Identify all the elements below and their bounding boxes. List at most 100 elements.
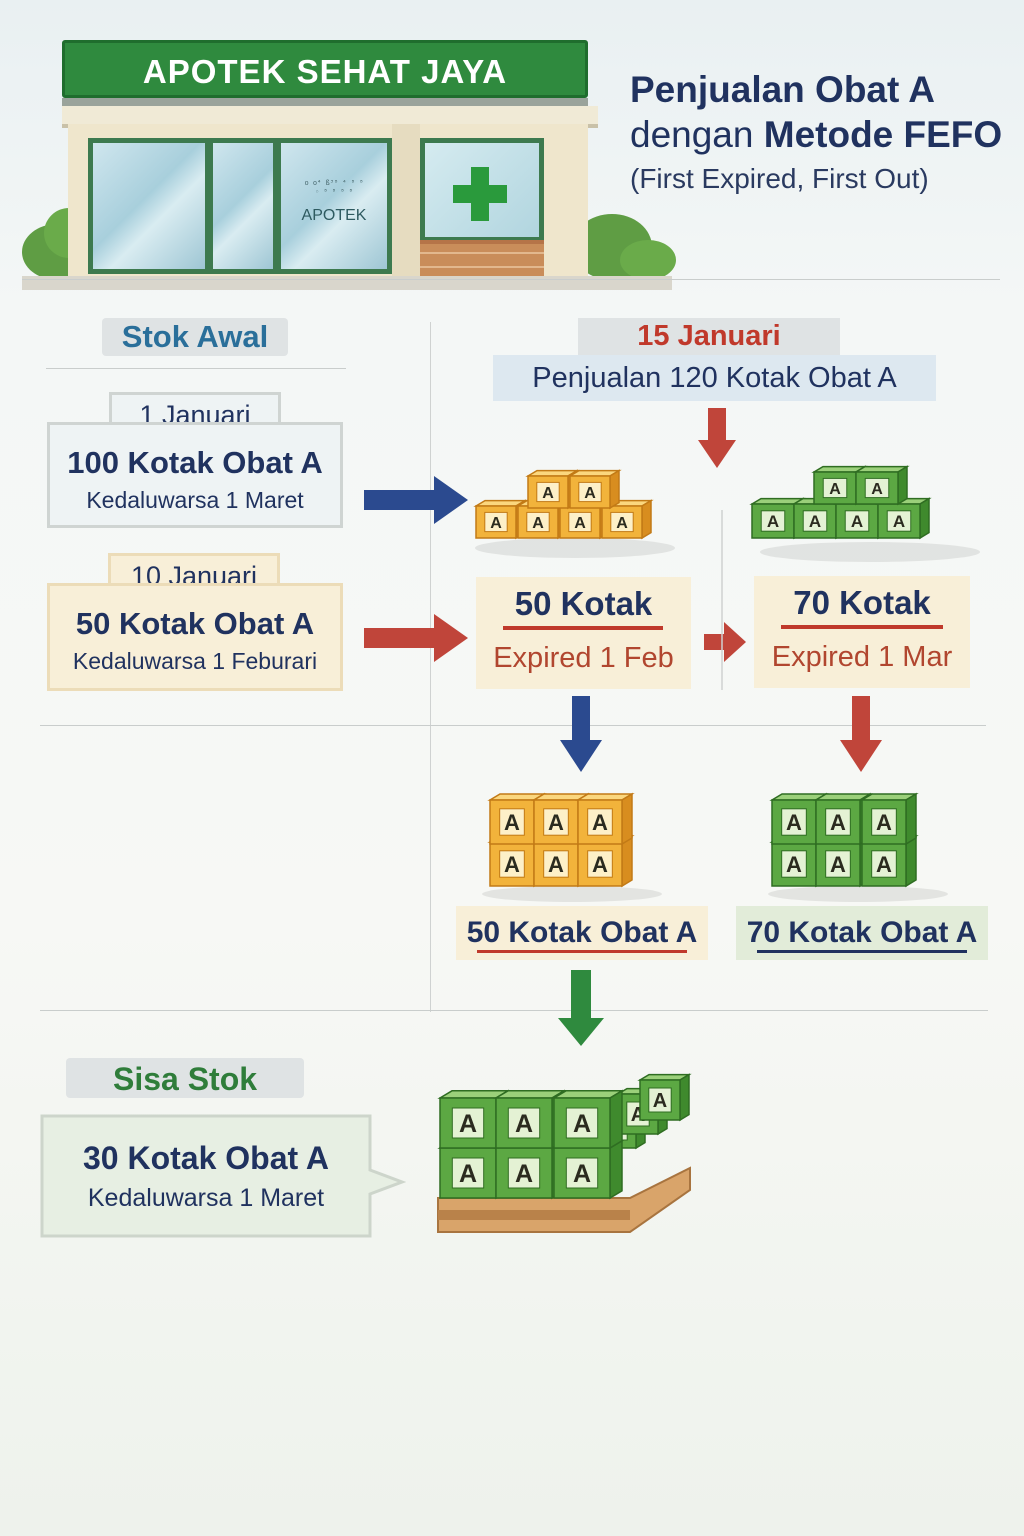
store-sign: APOTEK SEHAT JAYA bbox=[62, 40, 588, 98]
arrow-batch2-to-orange bbox=[364, 614, 468, 662]
stok-awal-label: Stok Awal bbox=[102, 318, 288, 356]
box-letter: A bbox=[515, 1110, 533, 1138]
sisa-expiry: Kedaluwarsa 1 Maret bbox=[87, 1184, 325, 1212]
box-letter: A bbox=[809, 512, 821, 531]
title-line-2: dengan Metode FEFO bbox=[630, 112, 1010, 158]
bush-right-low bbox=[620, 240, 676, 280]
box-letter: A bbox=[574, 515, 586, 532]
batch1-qty: 100 Kotak Obat A bbox=[67, 445, 323, 480]
divider-vertical bbox=[430, 322, 431, 1012]
box-letter: A bbox=[786, 852, 802, 877]
box-letter: A bbox=[515, 1160, 533, 1188]
store-brick-base bbox=[420, 240, 544, 280]
picked-first-card bbox=[476, 577, 691, 689]
green-box-top-0: A bbox=[811, 465, 868, 506]
box-letter: A bbox=[548, 852, 564, 877]
door-small-text: o o⁴ ß³⁸ ⁴ ⁸ ⁸ ◦ ⁸ ⁸ ⁸ ⁸ bbox=[304, 179, 364, 196]
sisa-callout bbox=[40, 1114, 406, 1238]
batch1-card: 100 Kotak Obat A Kedaluwarsa 1 Maret bbox=[47, 422, 343, 528]
box-letter: A bbox=[876, 810, 892, 835]
sale-desc-bg bbox=[493, 355, 936, 401]
box-letter: A bbox=[573, 1160, 591, 1188]
picked-second-underline bbox=[781, 625, 943, 629]
box-letter: A bbox=[542, 485, 554, 502]
sold-first-label: 50 Kotak Obat A bbox=[466, 916, 698, 949]
batch2-expiry: Kedaluwarsa 1 Feburari bbox=[72, 648, 318, 674]
box-letter: A bbox=[653, 1090, 667, 1112]
box-letter: A bbox=[592, 810, 608, 835]
store-pillar bbox=[392, 124, 420, 276]
picked-first-underline bbox=[503, 626, 663, 630]
sale-desc: Penjualan 120 Kotak Obat A bbox=[532, 362, 897, 394]
box-letter: A bbox=[592, 852, 608, 877]
picked-first-qty: 50 Kotak bbox=[514, 585, 653, 622]
arrow-second-down bbox=[840, 696, 882, 772]
picked-second-card bbox=[754, 576, 970, 688]
orange-box-top-1: A bbox=[567, 469, 622, 510]
pharmacy-cross-icon bbox=[453, 167, 507, 221]
box-letter: A bbox=[459, 1160, 477, 1188]
shadow-green-stack bbox=[768, 886, 948, 902]
batch1-expiry: Kedaluwarsa 1 Maret bbox=[86, 487, 304, 513]
arrow-first-to-second bbox=[704, 622, 746, 662]
sisa-box-back-2: A bbox=[637, 1073, 692, 1122]
orange-stack-top-1: A bbox=[531, 792, 591, 846]
page-title: Penjualan Obat A dengan Metode FEFO (Fir… bbox=[630, 68, 1010, 200]
store-door-right: o o⁴ ß³⁸ ⁴ ⁸ ⁸ ◦ ⁸ ⁸ ⁸ ⁸ APOTEK bbox=[276, 138, 392, 274]
orange-stack-top-2: A bbox=[575, 792, 635, 846]
box-letter: A bbox=[532, 515, 544, 532]
box-letter: A bbox=[871, 481, 883, 498]
shadow-orange-pyramid bbox=[475, 538, 675, 558]
box-letter: A bbox=[830, 852, 846, 877]
sold-first-underline bbox=[477, 950, 687, 953]
divider-lower bbox=[40, 1010, 988, 1011]
sisa-stok-label: Sisa Stok bbox=[66, 1058, 304, 1098]
box-letter: A bbox=[573, 1110, 591, 1138]
picked-second-expiry: Expired 1 Mar bbox=[771, 641, 953, 673]
box-letter: A bbox=[490, 515, 502, 532]
box-letter: A bbox=[876, 852, 892, 877]
store-door-left bbox=[208, 138, 278, 274]
divider-top bbox=[22, 279, 1000, 280]
box-letter: A bbox=[616, 515, 628, 532]
box-letter: A bbox=[459, 1110, 477, 1138]
title-line-3: (First Expired, First Out) bbox=[630, 163, 929, 194]
sisa-box-bottom-2: A bbox=[551, 1139, 625, 1200]
box-letter: A bbox=[504, 810, 520, 835]
box-letter: A bbox=[830, 810, 846, 835]
title-method: Metode FEFO bbox=[763, 114, 1003, 155]
sold-second-label: 70 Kotak Obat A bbox=[746, 916, 978, 949]
divider-middle bbox=[40, 725, 986, 726]
box-letter: A bbox=[893, 512, 905, 531]
store-cross-window bbox=[420, 138, 544, 242]
orange-box-bottom-0: A bbox=[473, 499, 528, 540]
stok-awal-underline bbox=[46, 368, 346, 369]
picked-second-qty: 70 Kotak bbox=[793, 584, 931, 621]
sold-second-underline bbox=[757, 950, 967, 953]
green-box-bottom-3: A bbox=[875, 497, 932, 540]
sisa-qty: 30 Kotak Obat A bbox=[83, 1140, 329, 1176]
shadow-orange-stack bbox=[482, 886, 662, 902]
shadow-green-pyramid bbox=[760, 542, 980, 562]
title-line-1: Penjualan Obat A bbox=[630, 69, 935, 110]
arrow-batch1-to-orange bbox=[364, 476, 468, 524]
title-line-2-pre: dengan bbox=[630, 114, 764, 155]
box-letter: A bbox=[504, 852, 520, 877]
picked-first-expiry: Expired 1 Feb bbox=[493, 642, 674, 674]
box-letter: A bbox=[829, 481, 841, 498]
box-letter: A bbox=[851, 512, 863, 531]
arrow-sale-down bbox=[698, 408, 736, 468]
store-window-left bbox=[88, 138, 210, 274]
arrow-to-sisa bbox=[558, 970, 604, 1046]
arrow-first-down bbox=[560, 696, 602, 772]
box-letter: A bbox=[584, 485, 596, 502]
door-label: APOTEK bbox=[301, 207, 367, 224]
pallet-slat bbox=[438, 1210, 630, 1220]
box-letter: A bbox=[767, 512, 779, 531]
batch2-card: 50 Kotak Obat A Kedaluwarsa 1 Feburari bbox=[47, 583, 343, 691]
batch2-qty: 50 Kotak Obat A bbox=[75, 606, 315, 641]
box-letter: A bbox=[548, 810, 564, 835]
green-stack-top-2: A bbox=[859, 792, 919, 846]
